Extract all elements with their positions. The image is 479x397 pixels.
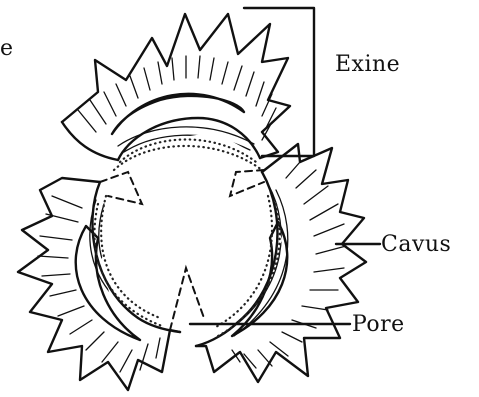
right-exine-lobe <box>196 144 366 382</box>
exine-label: Exine <box>335 54 400 76</box>
left-exine-lobe <box>18 178 180 390</box>
pore-label: Pore <box>352 314 405 336</box>
edge-fragment-label: e <box>0 38 14 60</box>
exine-bracket <box>244 8 314 156</box>
top-exine-lobe <box>62 14 290 160</box>
cavus-label: Cavus <box>381 234 451 256</box>
